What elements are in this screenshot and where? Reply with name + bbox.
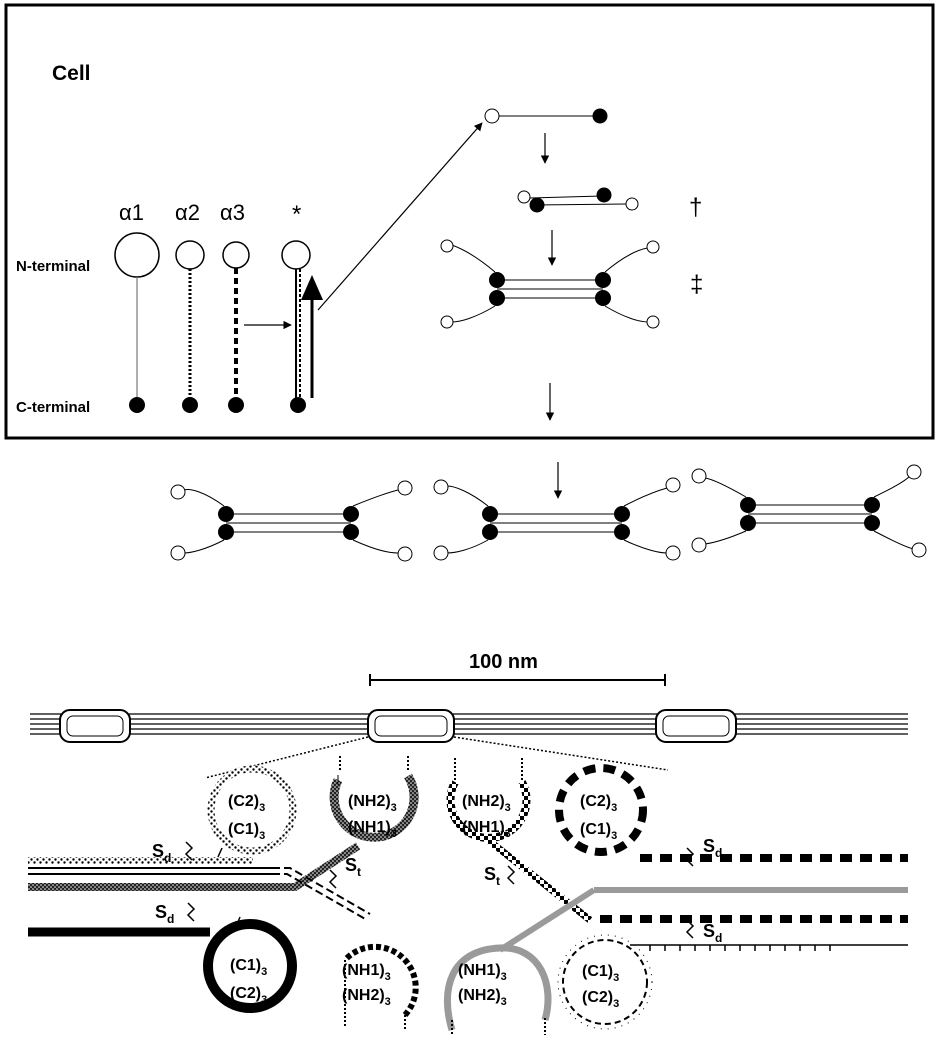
- double-strand: [28, 867, 371, 921]
- c2-label-1: (C2)3: [228, 793, 265, 814]
- st-label-2: St: [484, 864, 500, 888]
- st-bracket-1: [328, 869, 338, 889]
- dagger-mark: †: [689, 194, 702, 221]
- secreted-trimer-right: [691, 464, 927, 558]
- sd-bracket-1: [184, 841, 194, 861]
- sd-label-4: Sd: [703, 921, 722, 945]
- cell-label: Cell: [52, 62, 91, 85]
- nh2-label-4: (NH2)3: [458, 987, 507, 1008]
- nh-domain-grey: [443, 887, 908, 1035]
- nh-domain-dense: [28, 756, 419, 891]
- c-domain-circle-solid: [28, 916, 297, 1013]
- secreted-trimer-middle: [433, 477, 681, 561]
- chain-label-a2: α2: [175, 200, 200, 225]
- sd-bracket-2: [186, 902, 196, 922]
- nh1-label-1: (NH1)3: [348, 819, 397, 840]
- sd-bracket-3: [685, 847, 695, 867]
- arrow-to-assembly: [317, 122, 483, 311]
- nh1-label-2: (NH1)3: [342, 962, 391, 983]
- sd-bracket-4: [685, 919, 695, 939]
- chain-dimer: [517, 187, 639, 213]
- chain-alpha2: [175, 240, 205, 413]
- c-terminal-label: C-terminal: [16, 399, 90, 416]
- nh1-label-3: (NH1)3: [462, 819, 511, 840]
- nh-domain-dashed: [342, 943, 419, 1030]
- chain-label-a1: α1: [119, 200, 144, 225]
- sd-label-1: Sd: [152, 841, 171, 865]
- c2-label-2: (C2)3: [230, 985, 267, 1006]
- st-bracket-2: [506, 865, 516, 885]
- c-domain-circle-dotted: [28, 765, 297, 864]
- double-dagger-mark: ‡: [690, 271, 703, 298]
- chain-label-star: *: [292, 201, 301, 228]
- single-chain: [484, 108, 608, 124]
- nh1-label-4: (NH1)3: [458, 962, 507, 983]
- c1-label-3: (C1)3: [580, 821, 617, 842]
- network-fibril: [30, 709, 908, 743]
- c-domain-circle-ticked: [557, 915, 908, 1030]
- trimer-assembly: [440, 239, 660, 329]
- c-domain-circle-dashed: [555, 764, 908, 862]
- c1-label-1: (C1)3: [228, 821, 265, 842]
- c1-label-4: (C1)3: [582, 963, 619, 984]
- scale-bar: [369, 674, 666, 686]
- cell-box: [4, 3, 935, 440]
- nh2-label-2: (NH2)3: [342, 987, 391, 1008]
- c2-label-4: (C2)3: [582, 989, 619, 1010]
- st-label-1: St: [345, 855, 361, 879]
- c2-label-3: (C2)3: [580, 793, 617, 814]
- nh2-label-3: (NH2)3: [462, 793, 511, 814]
- zoom-line-right: [453, 736, 669, 771]
- sd-label-3: Sd: [703, 836, 722, 860]
- scale-bar-label: 100 nm: [469, 651, 538, 673]
- chain-star: [281, 240, 323, 413]
- n-terminal-label: N-terminal: [16, 258, 90, 275]
- chain-alpha1: [114, 232, 160, 413]
- c1-label-2: (C1)3: [230, 957, 267, 978]
- sd-label-2: Sd: [155, 902, 174, 926]
- chain-alpha3: [222, 241, 250, 413]
- nh2-label-1: (NH2)3: [348, 793, 397, 814]
- secreted-trimer-left: [170, 480, 413, 562]
- chain-label-a3: α3: [220, 200, 245, 225]
